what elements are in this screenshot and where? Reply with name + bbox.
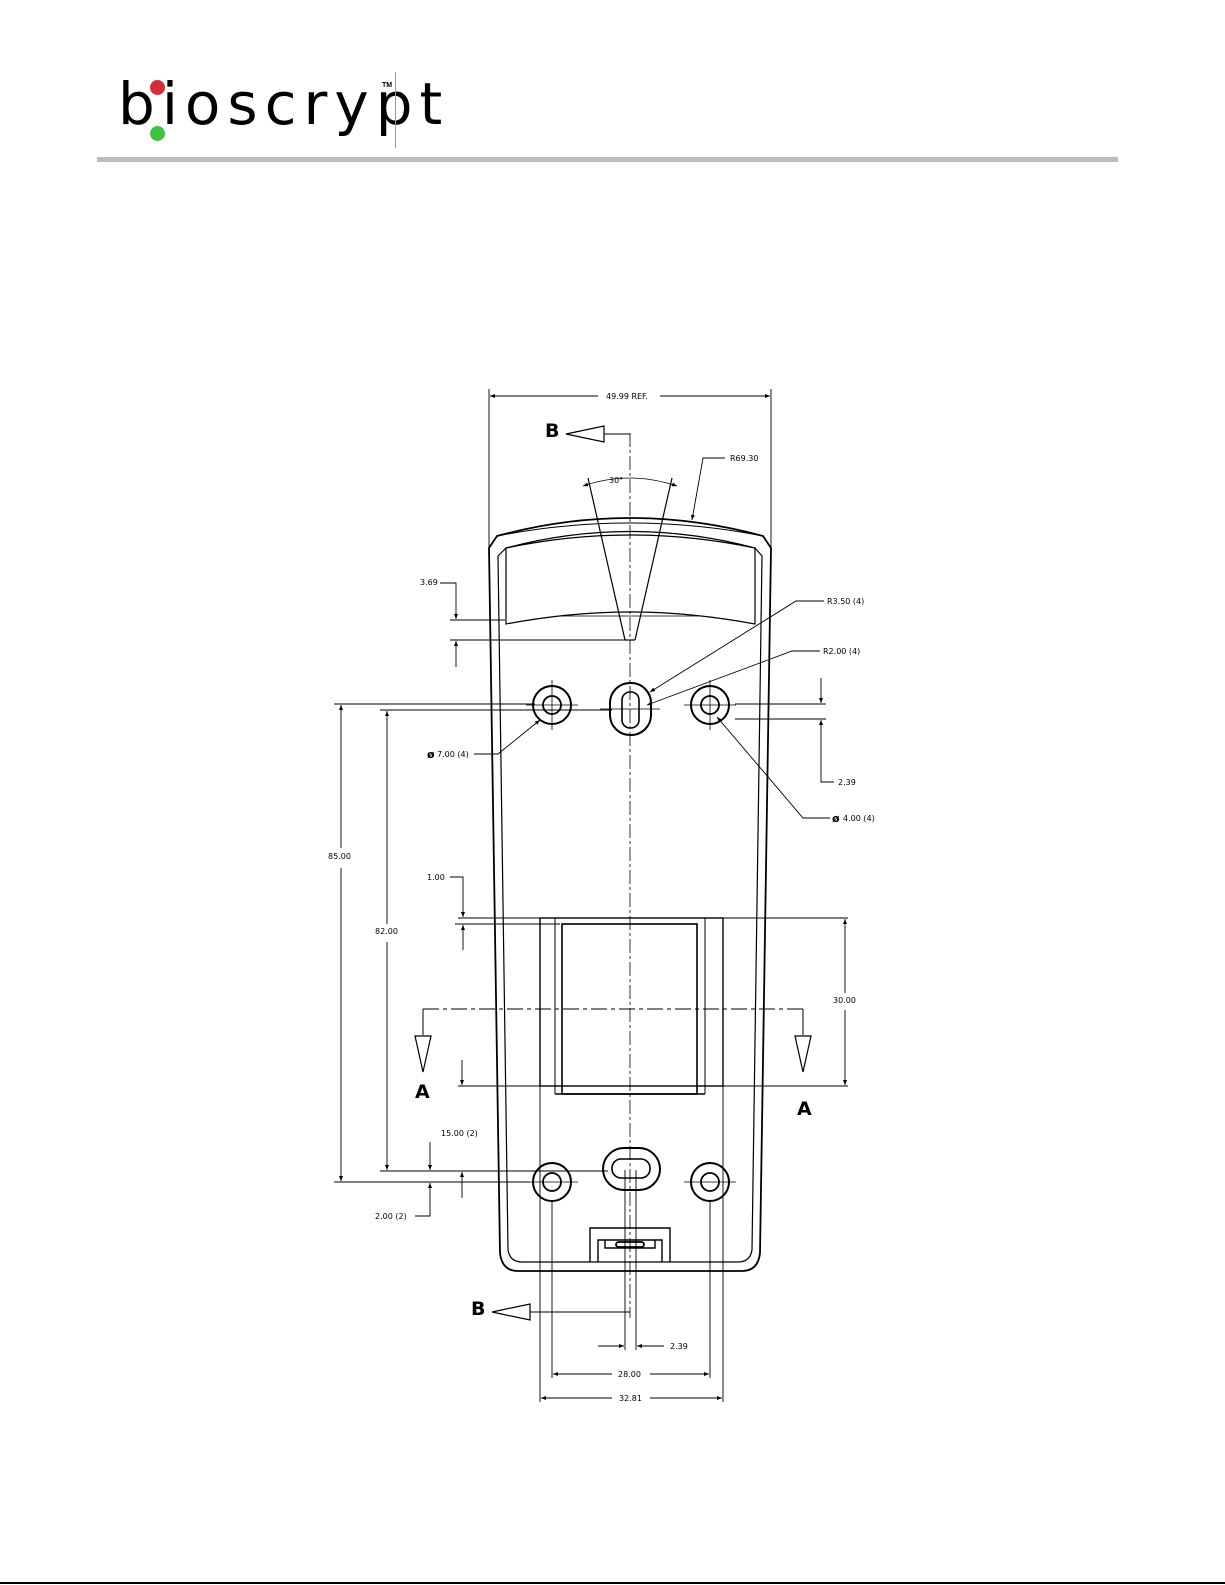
dim-slot-radius: R3.50 (4) (827, 597, 864, 606)
dim-overall-width: 49.99 REF. (606, 392, 648, 401)
section-a-label-left: A (415, 1081, 430, 1103)
dim-slot-width: 2.39 (670, 1342, 688, 1351)
dim-overall-height: 85.00 (328, 852, 351, 861)
dimension-labels: 49.99 REF. R69.30 30° 3.69 R3.50 (4) R2.… (328, 392, 875, 1403)
rear-recess (458, 918, 848, 1094)
dim-window-depth: 3.69 (420, 578, 438, 587)
dim-recess-offset: 1.00 (427, 873, 445, 882)
dim-recess-height: 30.00 (833, 996, 856, 1005)
section-a-label-right: A (797, 1098, 812, 1120)
dim-taper-angle: 30° (609, 476, 623, 485)
dim-hole-spacing-v: 2.39 (838, 778, 856, 787)
dim-bottom-offset-2: 2.00 (2) (375, 1212, 407, 1221)
footer-rule (0, 1582, 1225, 1584)
dim-slot-inner-radius: R2.00 (4) (823, 647, 860, 656)
dim-bottom-offset-1: 15.00 (2) (441, 1129, 478, 1138)
dim-hole-spacing-h: 28.00 (618, 1370, 641, 1379)
section-b-label-top: B (545, 420, 559, 442)
dim-hole-pitch: 82.00 (375, 927, 398, 936)
diameter-symbol-icon: ø (427, 748, 435, 761)
dim-hole-diameter: 4.00 (4) (843, 814, 875, 823)
section-b-label-bottom: B (471, 1298, 485, 1320)
dim-top-radius: R69.30 (730, 454, 758, 463)
dim-boss-diameter: 7.00 (4) (437, 750, 469, 759)
dim-recess-width: 32.81 (619, 1394, 642, 1403)
diameter-symbol-icon: ø (832, 812, 840, 825)
section-a-line (415, 1009, 811, 1072)
